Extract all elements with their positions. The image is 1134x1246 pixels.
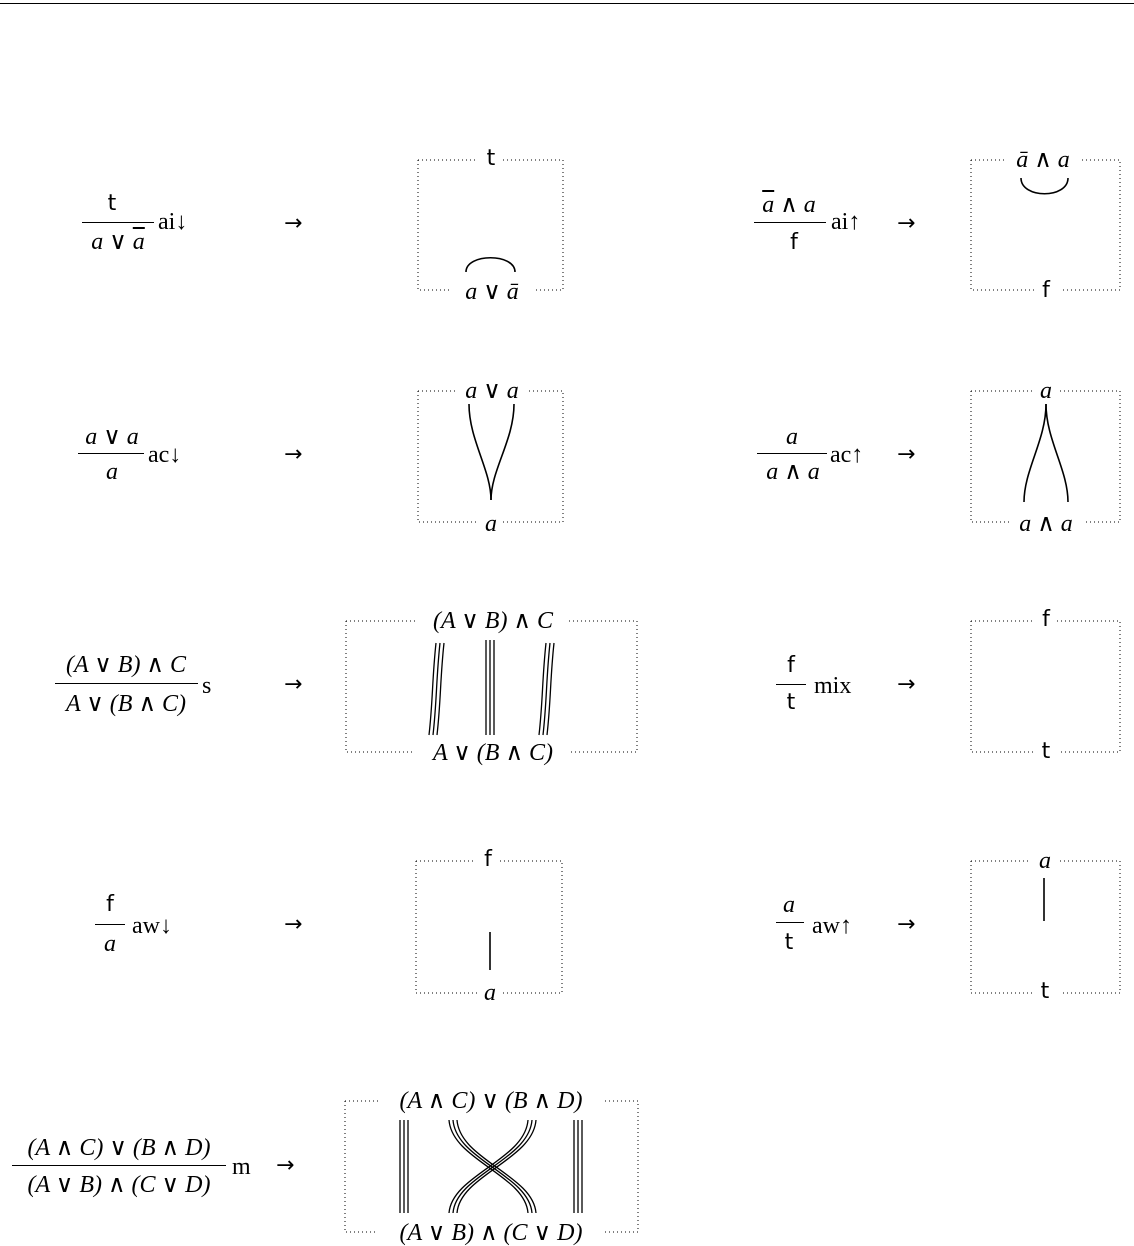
rule-name: ac↓ (148, 442, 182, 468)
inference-bar (776, 684, 806, 685)
conclusion: a ∧ a (766, 459, 820, 485)
arrow-icon: → (284, 211, 303, 236)
arrow-icon: → (276, 1153, 295, 1178)
box-bottom-label: (A ∨ B) ∧ (C ∨ D) (399, 1220, 583, 1246)
box-bottom-label: t (1041, 739, 1051, 764)
box-bottom-label: a (484, 980, 496, 1006)
arrow-icon: → (284, 442, 303, 467)
box-top-label: (A ∧ C) ∨ (B ∧ D) (399, 1088, 583, 1114)
conclusion: a ∨ a (91, 229, 145, 255)
premise: a ∨ a (85, 424, 139, 450)
rule-name: ai↑ (831, 209, 861, 235)
box-top-label: f (1042, 607, 1050, 632)
premise: f (106, 892, 114, 917)
inference-bar (776, 922, 804, 923)
premise: a ∧ a (762, 192, 816, 218)
top-rule-line (0, 3, 1134, 4)
premise: (A ∨ B) ∧ C (65, 652, 187, 678)
conclusion: (A ∨ B) ∧ (C ∨ D) (27, 1172, 211, 1198)
arrow-icon: → (897, 211, 916, 236)
rule-name: aw↓ (132, 913, 172, 939)
conclusion: t (784, 930, 794, 955)
dotted-boxes (344, 159, 1121, 1233)
conclusion: a (106, 459, 118, 485)
box-top-label: a ∨ a (465, 378, 519, 404)
box-bottom-label: a ∧ a (1019, 511, 1073, 537)
conclusion: f (790, 230, 798, 255)
box-bottom-label: f (1042, 278, 1050, 303)
box-bottom-label: a (485, 511, 497, 537)
box-top-label: t (486, 146, 496, 171)
arrow-icon: → (284, 912, 303, 937)
inference-bar (95, 924, 125, 925)
arrow-icon: → (897, 442, 916, 467)
box-top-label: ā ∧ a (1016, 147, 1070, 173)
premise: a (783, 892, 795, 918)
premise: a (786, 424, 798, 450)
box-top-label: a (1039, 848, 1051, 874)
box-bottom-label: A ∨ (B ∧ C) (432, 740, 554, 766)
double-lines (399, 640, 583, 1214)
rule-name: ac↑ (830, 442, 864, 468)
inference-bar (55, 683, 198, 684)
inference-bar (78, 453, 144, 454)
conclusion: t (786, 690, 796, 715)
flow-lines (465, 177, 1069, 970)
premise: f (787, 653, 795, 678)
box-top-label: f (484, 847, 492, 872)
rule-name: ai↓ (158, 209, 188, 235)
box-top-label: (A ∨ B) ∧ C (432, 608, 554, 634)
rule-name: aw↑ (812, 913, 852, 939)
arrow-icon: → (284, 672, 303, 697)
inference-bar (754, 222, 826, 223)
inference-bar (12, 1165, 226, 1166)
box-bottom-label: t (1040, 979, 1050, 1004)
rule-name: mix (814, 673, 852, 699)
conclusion: A ∨ (B ∧ C) (65, 691, 187, 717)
conclusion: a (104, 931, 116, 957)
box-bottom-label: a ∨ ā (465, 279, 519, 305)
premise: (A ∧ C) ∨ (B ∧ D) (27, 1135, 211, 1161)
arrow-icon: → (897, 912, 916, 937)
premise: t (107, 191, 117, 216)
arrow-icon: → (897, 672, 916, 697)
inference-bar (757, 453, 827, 454)
rule-name: m (232, 1154, 251, 1180)
box-top-label: a (1040, 378, 1052, 404)
rule-name: s (202, 673, 212, 699)
inference-bar (82, 222, 154, 223)
